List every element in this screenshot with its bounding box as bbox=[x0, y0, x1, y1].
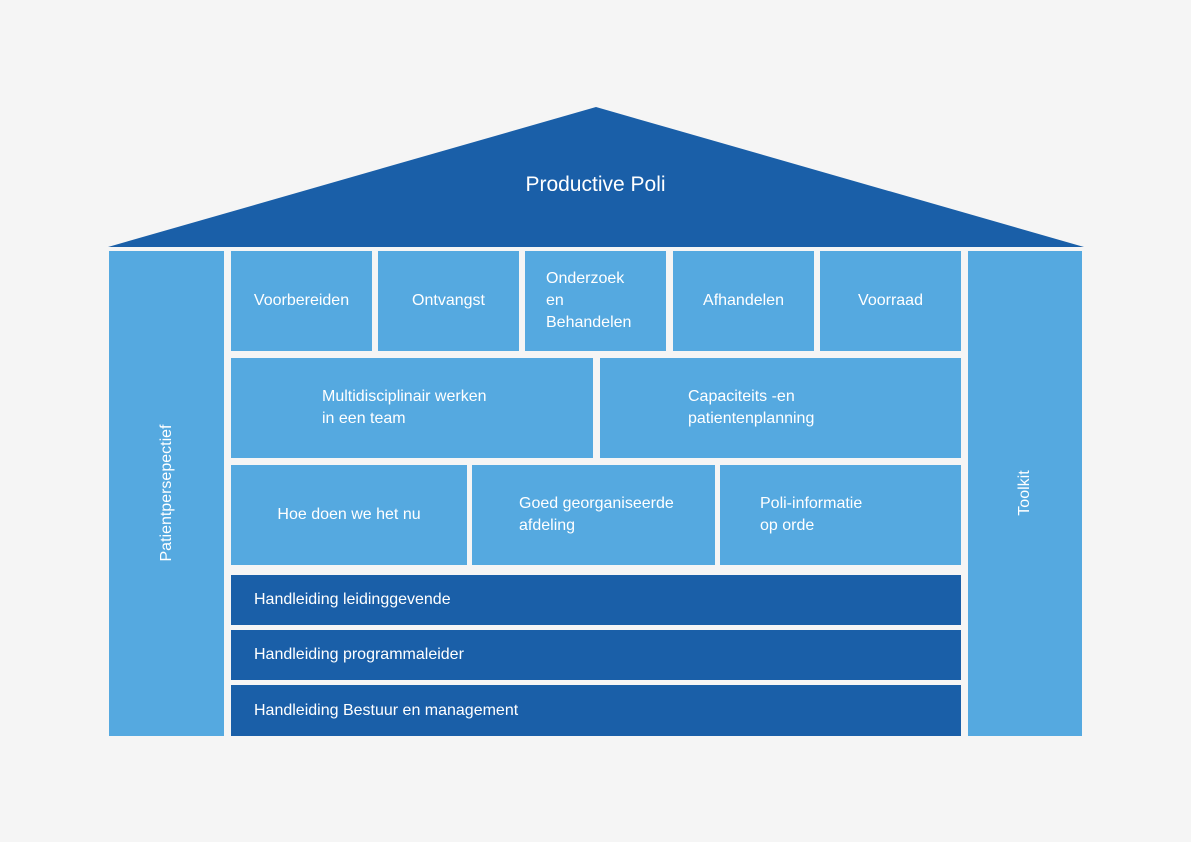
foundation-leidinggevende: Handleiding leidinggevende bbox=[231, 575, 961, 625]
row1-label: Afhandelen bbox=[703, 292, 784, 309]
row1-box-voorraad: Voorraad bbox=[820, 251, 961, 351]
foundation-programmaleider: Handleiding programmaleider bbox=[231, 630, 961, 680]
row3-box-poli-informatie: Poli-informatie op orde bbox=[720, 465, 961, 565]
row3-label: Poli-informatie op orde bbox=[760, 495, 863, 534]
row1-label: Ontvangst bbox=[412, 292, 485, 309]
row3-box-goed-georganiseerd: Goed georganiseerde afdeling bbox=[472, 465, 715, 565]
pillar-left: Patientpersepectief bbox=[109, 251, 224, 736]
row2-box-multidisciplinair: Multidisciplinair werken in een team bbox=[231, 358, 593, 458]
row2-label: Capaciteits -en patientenplanning bbox=[688, 388, 815, 427]
row1-label: Onderzoek en Behandelen bbox=[546, 270, 632, 331]
row3-box-hoe-doen: Hoe doen we het nu bbox=[231, 465, 467, 565]
foundation-bestuur: Handleiding Bestuur en management bbox=[231, 685, 961, 736]
roof-title: Productive Poli bbox=[525, 173, 666, 196]
roof-shape bbox=[108, 107, 1084, 247]
row1-label: Voorraad bbox=[858, 292, 923, 309]
pillar-left-label: Patientpersepectief bbox=[158, 424, 175, 562]
pillar-right: Toolkit bbox=[968, 251, 1082, 736]
row1-box-voorbereiden: Voorbereiden bbox=[231, 251, 372, 351]
row3-label: Goed georganiseerde afdeling bbox=[519, 495, 674, 534]
foundation-label: Handleiding programmaleider bbox=[254, 646, 464, 663]
foundation-label: Handleiding Bestuur en management bbox=[254, 701, 519, 719]
row2-label: Multidisciplinair werken in een team bbox=[322, 388, 487, 427]
pillar-right-label: Toolkit bbox=[1016, 470, 1033, 516]
row1-box-onderzoek: Onderzoek en Behandelen bbox=[525, 251, 666, 351]
foundation-label: Handleiding leidinggevende bbox=[254, 591, 451, 608]
row2-box-capaciteit: Capaciteits -en patientenplanning bbox=[600, 358, 961, 458]
row1-box-afhandelen: Afhandelen bbox=[673, 251, 814, 351]
row1-label: Voorbereiden bbox=[253, 292, 350, 309]
row3-label: Hoe doen we het nu bbox=[277, 506, 421, 523]
row1-box-ontvangst: Ontvangst bbox=[378, 251, 519, 351]
